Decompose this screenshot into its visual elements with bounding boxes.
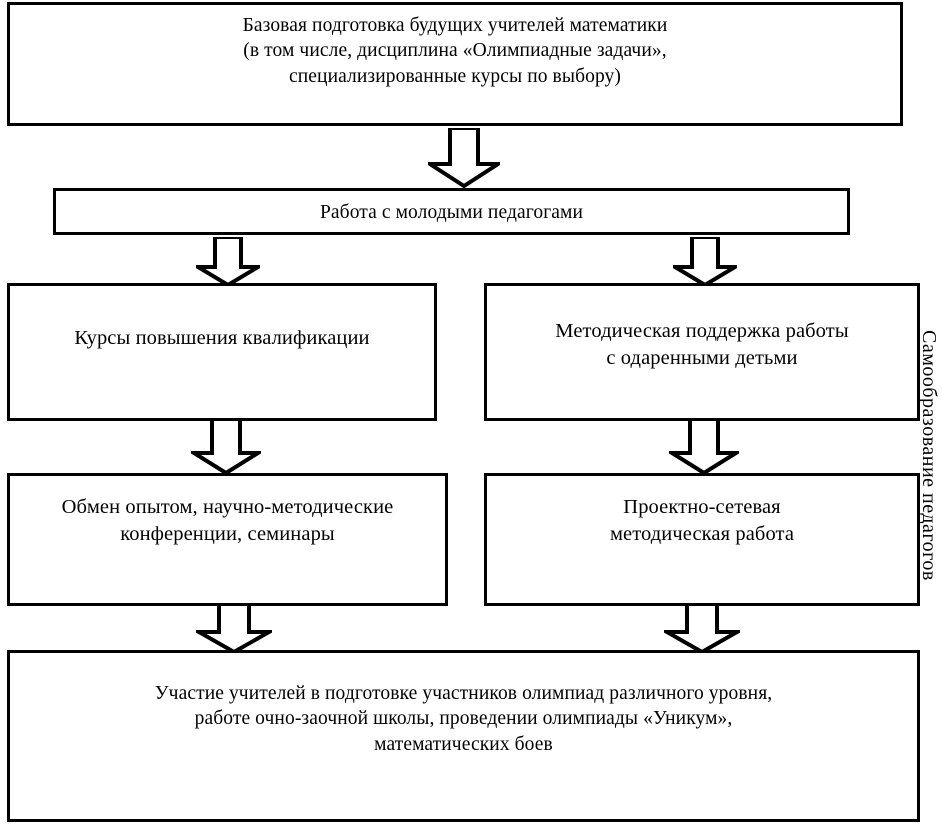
node-teacher-participation: Участие учителей в подготовке участников… — [7, 650, 920, 822]
node-project-network-label: Проектно-сетевая методическая работа — [609, 496, 795, 545]
arrow-project-to-participation — [664, 604, 740, 654]
side-label-text: Самообразование педагогов — [918, 329, 940, 581]
arrow-courses-to-exchange — [191, 419, 261, 475]
arrow-exchange-to-participation — [196, 604, 272, 654]
node-teacher-participation-label: Участие учителей в подготовке участников… — [154, 683, 773, 755]
node-experience-exchange: Обмен опытом, научно-методические конфер… — [7, 473, 448, 606]
node-qualification-courses: Курсы повышения квалификации — [7, 283, 437, 421]
node-base-training-label: Базовая подготовка будущих учителей мате… — [242, 15, 668, 87]
node-young-teachers-label: Работа с молодыми педагогами — [319, 202, 584, 223]
node-qualification-courses-label: Курсы повышения квалификации — [74, 327, 370, 349]
node-young-teachers: Работа с молодыми педагогами — [53, 188, 850, 235]
node-base-training: Базовая подготовка будущих учителей мате… — [7, 2, 903, 126]
node-methodical-support-label: Методическая поддержка работы с одаренны… — [555, 320, 849, 369]
arrow-base-to-young — [428, 128, 500, 188]
arrow-young-to-courses — [196, 237, 260, 287]
node-methodical-support: Методическая поддержка работы с одаренны… — [484, 283, 920, 421]
arrow-young-to-support — [673, 237, 737, 287]
side-label-self-education: Самообразование педагогов — [906, 240, 940, 670]
arrow-support-to-project — [669, 419, 739, 475]
node-project-network: Проектно-сетевая методическая работа — [484, 473, 920, 606]
node-experience-exchange-label: Обмен опытом, научно-методические конфер… — [61, 496, 394, 545]
